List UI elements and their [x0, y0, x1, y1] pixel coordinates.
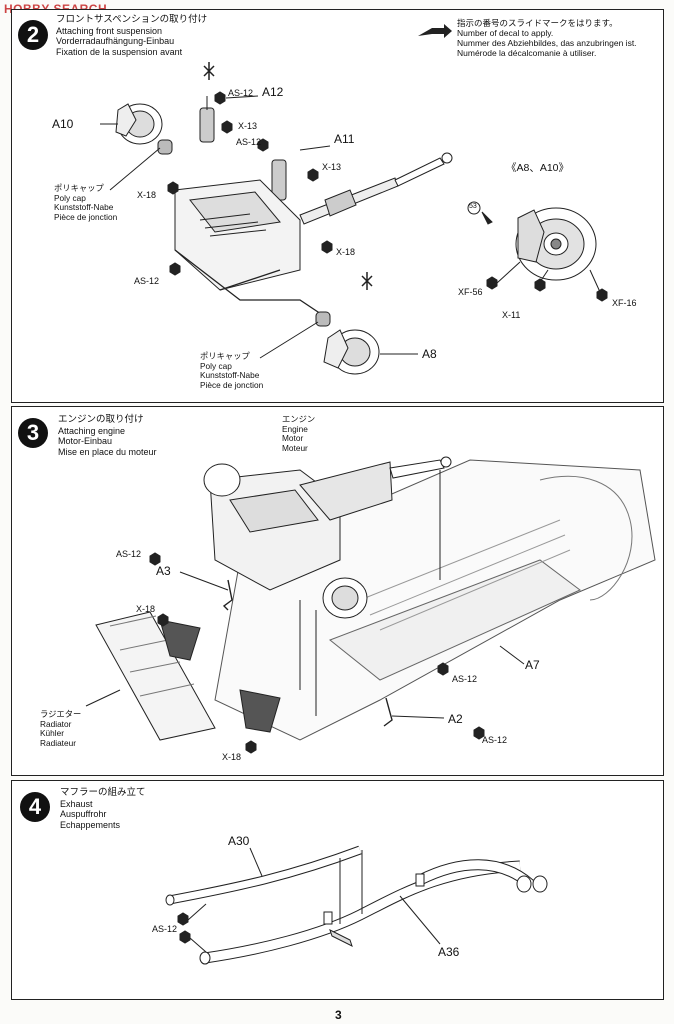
- screw-as12-label: AS-12: [116, 549, 142, 559]
- radiator-fr: Radiateur: [40, 737, 76, 748]
- decal-note: 指示の番号のスライドマークをはります。 Number of decal to a…: [457, 18, 637, 58]
- step-2-number: 2: [18, 20, 48, 50]
- engine-fr: Moteur: [282, 442, 308, 453]
- step-4-titles: マフラーの組み立て Exhaust Auspuffrohr Echappemen…: [60, 787, 146, 830]
- step-2-title-de: Vorderradaufhängung-Einbau: [56, 36, 175, 46]
- decal-53-label: 53: [469, 203, 477, 210]
- screw-as12-label: AS-12: [228, 88, 254, 98]
- decal-note-en: Number of decal to apply.: [457, 28, 554, 38]
- screw-as12-label: AS-12: [452, 674, 478, 684]
- part-a30-label: A30: [228, 834, 250, 848]
- step-4-title-jp: マフラーの組み立て: [60, 787, 146, 798]
- step-2-titles: フロントサスペンションの取り付け Attaching front suspens…: [56, 14, 208, 57]
- inset-title: 《A8、A10》: [506, 162, 570, 174]
- poly-cap-en: Poly cap: [54, 192, 86, 203]
- poly-cap-label: ポリキャップ Poly cap Kunststoff-Nabe Pièce de…: [200, 351, 264, 390]
- step-3-title-de: Motor-Einbau: [58, 436, 113, 446]
- engine-jp: エンジン: [282, 414, 316, 424]
- step-4-number: 4: [20, 792, 50, 822]
- poly-cap-label: ポリキャップ Poly cap Kunststoff-Nabe Pièce de…: [54, 183, 118, 222]
- screw-as12-label: AS-12: [152, 924, 178, 934]
- screw-x18-label: X-18: [136, 604, 156, 614]
- part-a36-label: A36: [438, 945, 460, 959]
- step-4-title-fr: Echappements: [60, 819, 121, 830]
- step-4-title-en: Exhaust: [60, 798, 93, 809]
- poly-cap-fr: Pièce de jonction: [54, 211, 118, 222]
- part-a10-label: A10: [52, 117, 74, 131]
- radiator-jp: ラジエター: [40, 709, 82, 719]
- poly-cap-de: Kunststoff-Nabe: [54, 202, 114, 212]
- step-2-title-jp: フロントサスペンションの取り付け: [56, 14, 208, 25]
- screw-x18-label: X-18: [336, 247, 356, 257]
- radiator-de: Kühler: [40, 728, 64, 738]
- page-number: 3: [335, 1008, 342, 1022]
- decal-note-fr: Numérode la décalcomanie à utiliser.: [457, 48, 597, 58]
- poly-cap-jp: ポリキャップ: [200, 351, 250, 361]
- decal-note-jp: 指示の番号のスライドマークをはります。: [457, 18, 618, 28]
- radiator-label: ラジエター Radiator Kühler Radiateur: [40, 709, 82, 748]
- color-xf56-label: XF-56: [458, 287, 483, 297]
- step-3-title-jp: エンジンの取り付け: [58, 414, 144, 425]
- step-2-title-en: Attaching front suspension: [56, 25, 163, 36]
- step-4-title-de: Auspuffrohr: [60, 809, 107, 819]
- screw-as12-label: AS-12: [236, 137, 262, 147]
- screw-x18-label: X-18: [137, 190, 157, 200]
- decal-note-de: Nummer des Abziehbildes, das anzubringen…: [457, 38, 637, 48]
- part-a2-label: A2: [448, 712, 463, 726]
- step-3-title-en: Attaching engine: [58, 425, 126, 436]
- poly-cap-en: Poly cap: [200, 360, 232, 371]
- poly-cap-fr: Pièce de jonction: [200, 379, 264, 390]
- engine-en: Engine: [282, 423, 308, 434]
- color-x11-label: X-11: [502, 310, 521, 320]
- color-xf16-label: XF-16: [612, 298, 637, 308]
- part-a8-label: A8: [422, 347, 437, 361]
- screw-x18-label: X-18: [222, 752, 242, 762]
- screw-as12-label: AS-12: [482, 735, 508, 745]
- radiator-en: Radiator: [40, 718, 72, 729]
- screw-as12-label: AS-12: [134, 276, 160, 286]
- step-2-title-fr: Fixation de la suspension avant: [56, 46, 183, 57]
- screw-x13-label: X-13: [238, 121, 258, 131]
- engine-label: エンジン Engine Motor Moteur: [282, 414, 316, 453]
- part-a11-label: A11: [334, 132, 355, 146]
- step-4-panel: [11, 780, 664, 1000]
- step-3-titles: エンジンの取り付け Attaching engine Motor-Einbau …: [58, 414, 157, 457]
- part-a12-label: A12: [262, 85, 284, 99]
- step-3-number: 3: [18, 418, 48, 448]
- screw-x13-label: X-13: [322, 162, 342, 172]
- part-a7-label: A7: [525, 658, 540, 672]
- engine-de: Motor: [282, 433, 304, 443]
- poly-cap-de: Kunststoff-Nabe: [200, 370, 260, 380]
- step-3-title-fr: Mise en place du moteur: [58, 446, 157, 457]
- poly-cap-jp: ポリキャップ: [54, 183, 104, 193]
- part-a3-label: A3: [156, 564, 171, 578]
